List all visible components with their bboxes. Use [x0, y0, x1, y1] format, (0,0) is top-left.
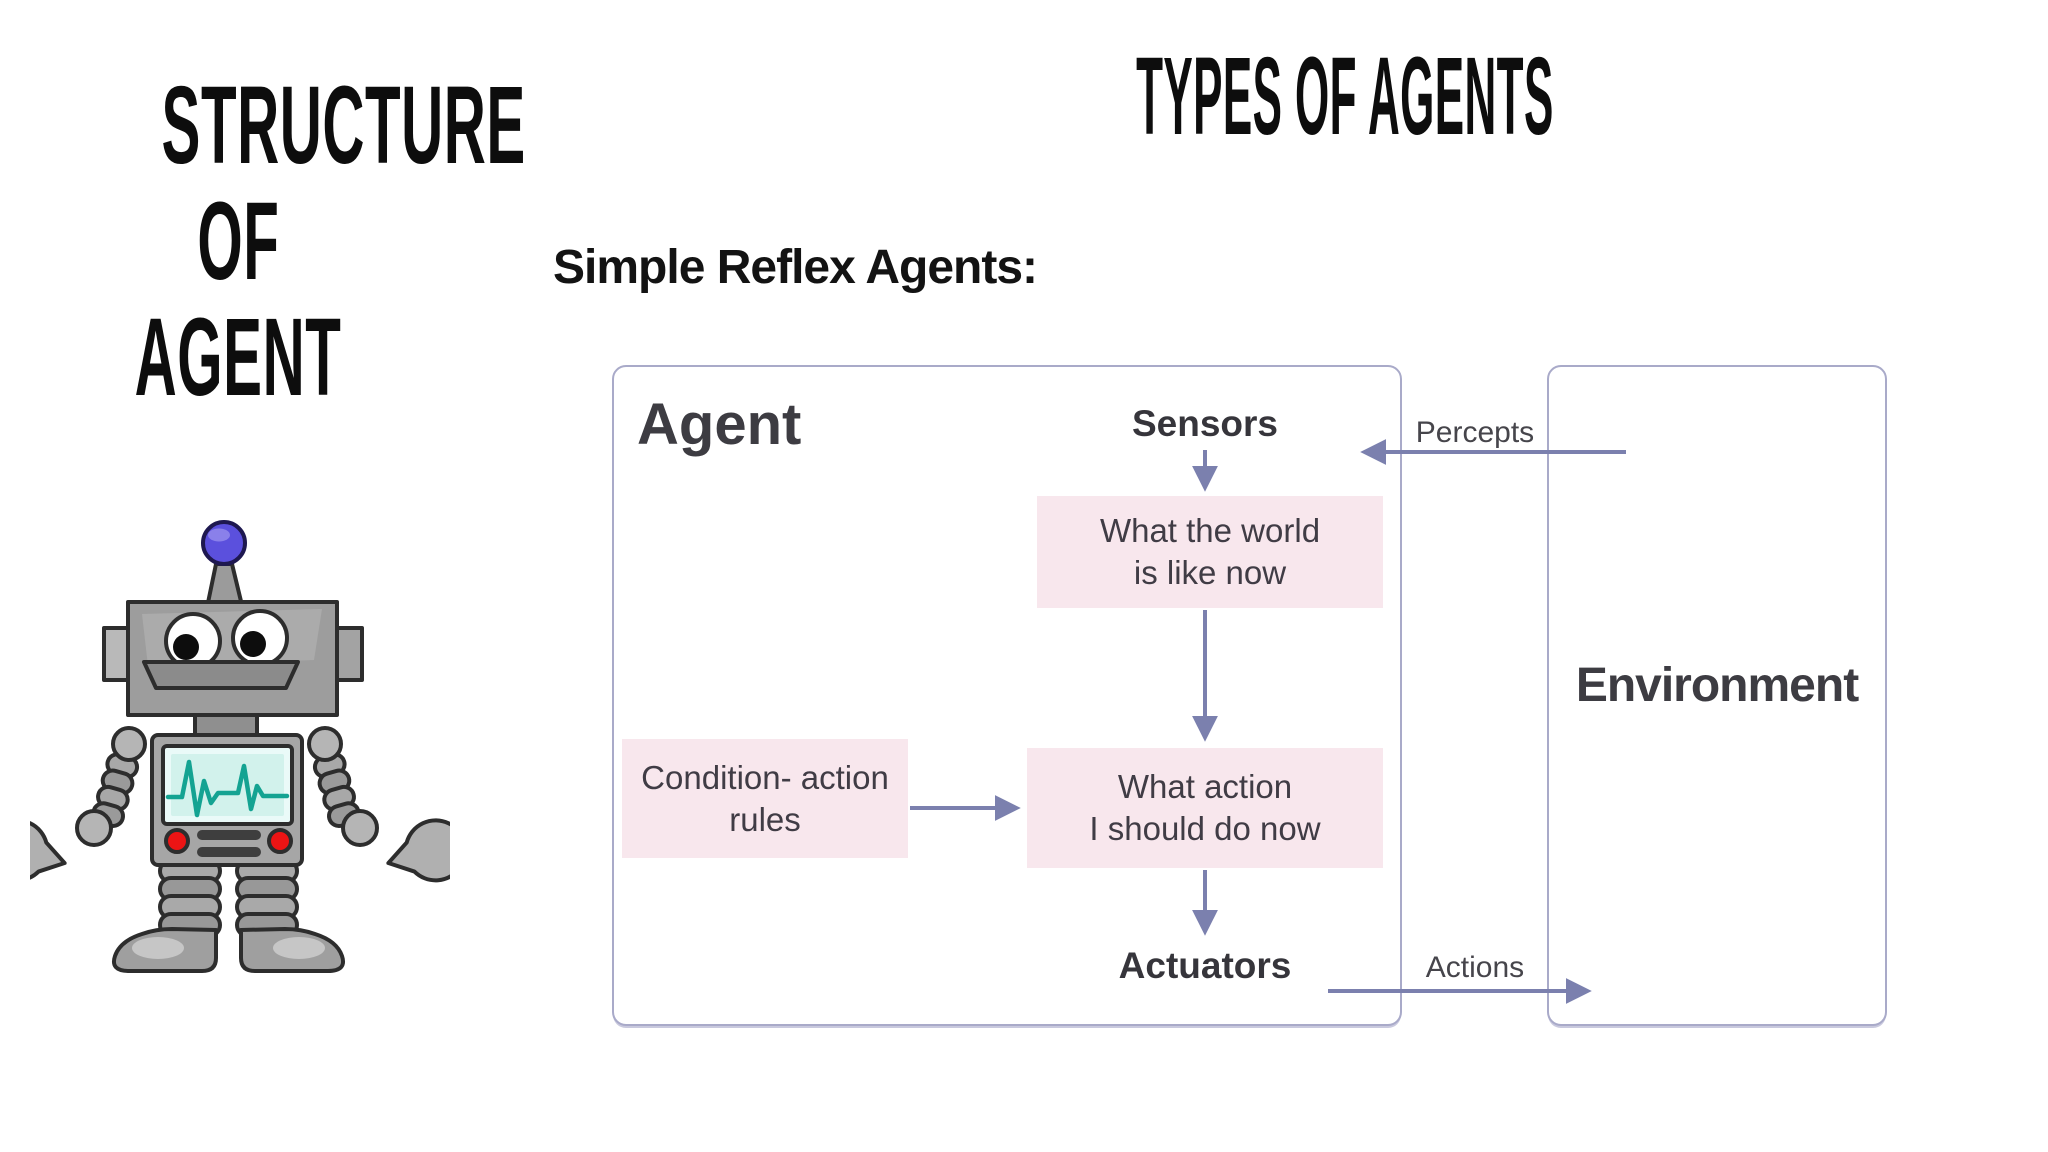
node-action-line-2: I should do now: [1089, 810, 1321, 847]
agent-box: [612, 365, 1402, 1026]
node-world-line-2: is like now: [1133, 554, 1287, 591]
actions-label: Actions: [1425, 951, 1525, 984]
node-rules-line-2: rules: [729, 800, 801, 838]
node-what-the-world-is-like-now: What the world is like now: [1037, 496, 1383, 608]
node-condition-action-rules: Condition- action rules: [622, 739, 908, 858]
node-action-line-1: What action: [1117, 768, 1293, 805]
robot-icon: [30, 520, 450, 973]
robot-claw-right: [386, 818, 450, 883]
robot-red-button-right: [267, 828, 293, 854]
actuators-label: Actuators: [1118, 945, 1292, 986]
percepts-label: Percepts: [1415, 416, 1535, 449]
environment-box: [1547, 365, 1887, 1026]
page-title-text: TYPES OF AGENTS: [1136, 35, 1554, 158]
robot-antenna-ball: [201, 520, 247, 566]
robot-red-button-left: [164, 828, 190, 854]
robot-claw-left: [30, 818, 67, 883]
left-title-line-2: OF: [196, 180, 280, 303]
agent-label: Agent: [637, 392, 802, 457]
left-title: STRUCTURE OF AGENT: [0, 68, 526, 419]
section-subtitle: Simple Reflex Agents:: [553, 241, 1038, 294]
node-world-line-1: What the world: [1099, 512, 1321, 549]
left-title-line-1: STRUCTURE: [161, 64, 526, 187]
node-what-action-i-should-do-now: What action I should do now: [1027, 748, 1383, 868]
node-rules-line-1: Condition- action: [641, 758, 889, 796]
robot-ecg-line: [165, 759, 290, 818]
left-title-line-3: AGENT: [134, 296, 342, 419]
environment-label: Environment: [1575, 659, 1859, 712]
page-title: TYPES OF AGENTS: [823, 39, 1553, 188]
sensors-label: Sensors: [1131, 403, 1278, 444]
